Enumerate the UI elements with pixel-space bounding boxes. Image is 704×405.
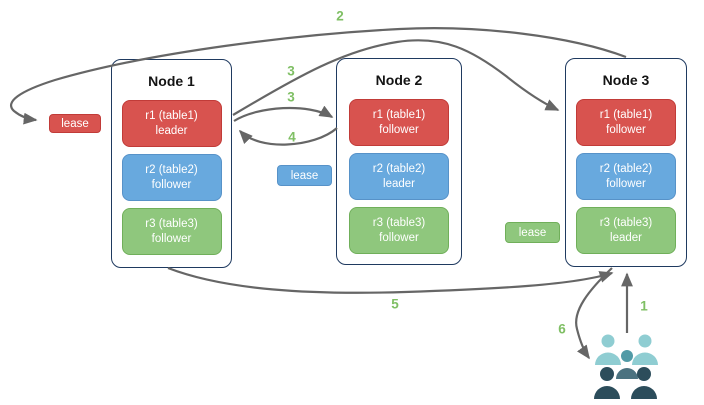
node2-replica-r1: r1 (table1) follower bbox=[349, 99, 449, 146]
replica-role: follower bbox=[151, 178, 192, 191]
node-1-title: Node 1 bbox=[148, 73, 195, 89]
replica-name: r1 (table1) bbox=[599, 109, 653, 121]
node-3-box: Node 3 r1 (table1) follower r2 (table2) … bbox=[565, 58, 687, 267]
step-label-3a: 3 bbox=[287, 63, 295, 79]
replica-name: r2 (table2) bbox=[145, 164, 198, 176]
replica-role: leader bbox=[155, 124, 188, 137]
user-back-left-body bbox=[595, 352, 621, 365]
replica-role: leader bbox=[383, 177, 415, 190]
replica-name: r3 (table3) bbox=[599, 217, 653, 229]
arrow-step2-node3-to-lease bbox=[10, 27, 627, 125]
node3-replica-r1: r1 (table1) follower bbox=[576, 99, 676, 146]
lease-badge-r1: lease bbox=[49, 114, 101, 133]
user-front-right-head bbox=[637, 367, 651, 381]
replica-name: r2 (table2) bbox=[372, 163, 426, 175]
node1-replica-r2: r2 (table2) follower bbox=[121, 154, 222, 201]
user-back-left-head bbox=[601, 334, 615, 348]
replica-role: leader bbox=[610, 231, 642, 244]
lease-badge-r2: lease bbox=[277, 165, 332, 186]
replica-name: r3 (table3) bbox=[145, 218, 198, 230]
step-label-6: 6 bbox=[558, 321, 566, 337]
user-front-left-head bbox=[600, 367, 614, 381]
step-label-5: 5 bbox=[391, 296, 399, 312]
replica-name: r3 (table3) bbox=[372, 217, 426, 229]
arrow-step6-node3-to-users bbox=[575, 267, 613, 360]
arrow-step3-leader-to-node2 bbox=[233, 105, 334, 122]
node-1-box: Node 1 r1 (table1) leader r2 (table2) fo… bbox=[111, 59, 232, 268]
node3-replica-r3: r3 (table3) leader bbox=[576, 207, 676, 254]
replica-name: r2 (table2) bbox=[599, 163, 653, 175]
step-label-1: 1 bbox=[640, 298, 648, 314]
replica-role: follower bbox=[606, 177, 646, 190]
replica-name: r1 (table1) bbox=[145, 110, 198, 122]
node3-replica-r2: r2 (table2) follower bbox=[576, 153, 676, 200]
users-group-icon bbox=[594, 334, 658, 399]
node2-replica-r3: r3 (table3) follower bbox=[349, 207, 449, 254]
user-back-right-head bbox=[638, 334, 652, 348]
user-middle-body bbox=[616, 368, 638, 379]
user-front-right-body bbox=[631, 386, 657, 399]
user-front-left-body bbox=[594, 386, 620, 399]
node-2-title: Node 2 bbox=[375, 72, 423, 88]
replica-role: follower bbox=[606, 123, 646, 136]
step-label-3b: 3 bbox=[287, 89, 295, 105]
step-label-4: 4 bbox=[288, 129, 296, 145]
lease-badge-r3: lease bbox=[505, 222, 560, 243]
replica-name: r1 (table1) bbox=[372, 109, 426, 121]
arrow-step5-node1-to-node3 bbox=[167, 266, 614, 294]
replica-role: follower bbox=[151, 232, 192, 245]
step-label-2: 2 bbox=[336, 8, 344, 24]
user-back-right-body bbox=[632, 352, 658, 365]
replica-role: follower bbox=[379, 231, 419, 244]
node1-replica-r3: r3 (table3) follower bbox=[121, 208, 222, 255]
node1-replica-r1: r1 (table1) leader bbox=[121, 100, 222, 147]
user-middle-head bbox=[621, 350, 633, 362]
node-2-box: Node 2 r1 (table1) follower r2 (table2) … bbox=[336, 58, 462, 265]
node-3-title: Node 3 bbox=[602, 72, 650, 88]
node2-replica-r2: r2 (table2) leader bbox=[349, 153, 449, 200]
replica-role: follower bbox=[379, 123, 419, 136]
